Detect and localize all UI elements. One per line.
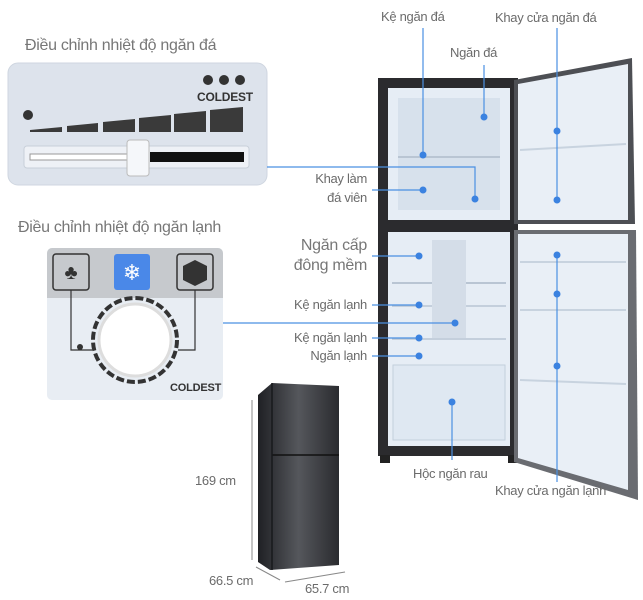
label-fridge-shelf-2: Kệ ngăn lạnh bbox=[293, 330, 367, 345]
callout-dots bbox=[415, 113, 561, 406]
dimension-depth: 66.5 cm bbox=[209, 573, 254, 588]
label-soft-freeze-1: Ngăn cấp bbox=[300, 237, 367, 254]
fridge-control-title: Điều chỉnh nhiệt độ ngăn lạnh bbox=[18, 219, 222, 236]
label-freezer-shelf: Kệ ngăn đá bbox=[381, 9, 445, 24]
level-bars bbox=[30, 107, 243, 132]
freezer-control-panel bbox=[7, 62, 268, 186]
label-fridge: Ngăn lạnh bbox=[310, 348, 367, 363]
svg-text:❄: ❄ bbox=[123, 260, 141, 285]
snowflake-icon bbox=[114, 254, 150, 290]
dimension-height: 169 cm bbox=[195, 473, 236, 488]
fan-icon-coldest bbox=[203, 75, 245, 85]
freezer-coldest-label: COLDEST bbox=[197, 90, 253, 104]
temperature-dial bbox=[97, 302, 173, 378]
fan-icon-low bbox=[23, 110, 33, 120]
dimension-width: 65.7 cm bbox=[305, 581, 350, 596]
label-ice-tray-2: đá viên bbox=[327, 190, 367, 205]
slider-handle bbox=[126, 139, 150, 177]
closed-refrigerator bbox=[258, 383, 339, 570]
svg-text:♣: ♣ bbox=[64, 262, 77, 284]
label-vegetable-drawer: Hộc ngăn rau bbox=[413, 466, 488, 481]
dimension-arrows bbox=[251, 400, 346, 583]
label-soft-freeze-2: đông mềm bbox=[293, 257, 368, 274]
open-refrigerator bbox=[378, 58, 638, 500]
label-fridge-door-tray: Khay cửa ngăn lạnh bbox=[495, 483, 606, 498]
fridge-control-panel: ♣ ❄ bbox=[47, 248, 223, 400]
label-fridge-shelf-1: Kệ ngăn lạnh bbox=[293, 297, 367, 312]
fridge-coldest-label: COLDEST bbox=[170, 382, 222, 394]
label-ice-tray-1: Khay làm bbox=[315, 171, 367, 186]
freezer-control-title: Điều chỉnh nhiệt độ ngăn đá bbox=[25, 37, 217, 54]
label-freezer: Ngăn đá bbox=[450, 45, 498, 60]
label-freezer-door-tray: Khay cửa ngăn đá bbox=[495, 10, 597, 25]
